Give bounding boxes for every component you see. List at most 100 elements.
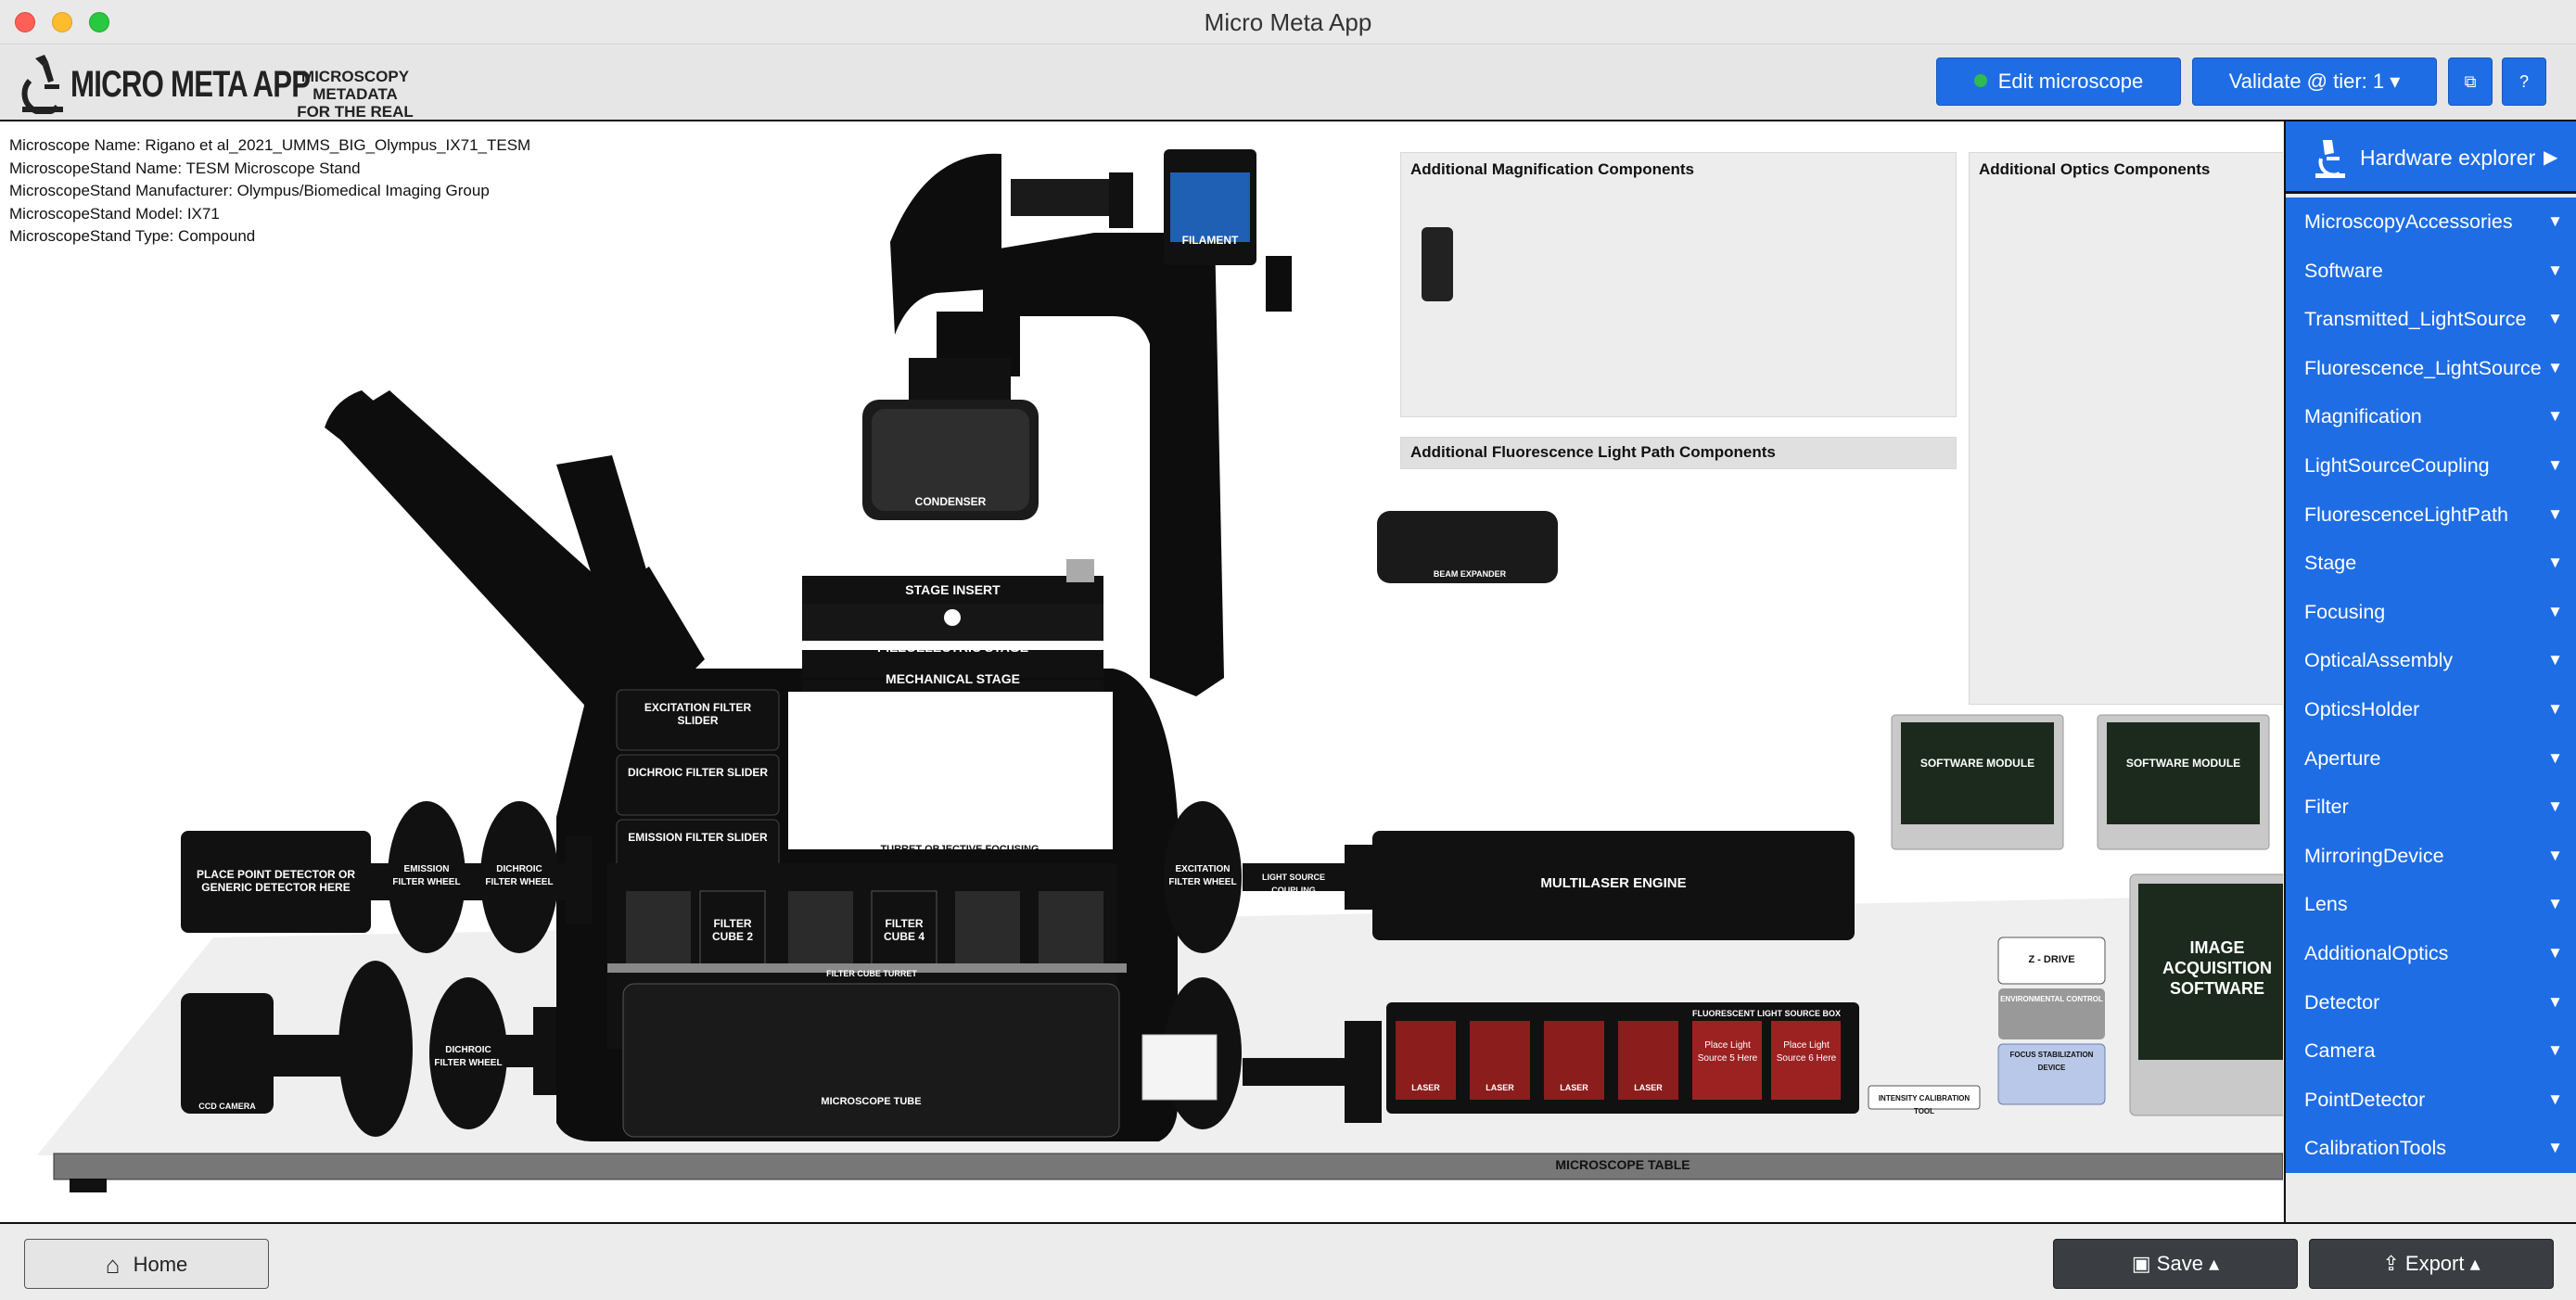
- chevron-down-icon[interactable]: ▼: [2547, 602, 2563, 620]
- piezo-stage-label[interactable]: PIEZOELECTRIC STAGE: [876, 640, 1029, 655]
- chevron-down-icon[interactable]: ▼: [2547, 651, 2563, 669]
- intensity-tool-label[interactable]: INTENSITY CALIBRATION TOOL: [1878, 1094, 1970, 1115]
- magnification-panel[interactable]: Additional Magnification Components: [1400, 152, 1957, 417]
- chevron-down-icon[interactable]: ▼: [2547, 797, 2563, 816]
- optics-panel[interactable]: Additional Optics Components: [1969, 152, 2283, 705]
- filter-cube-4-label[interactable]: FILTER CUBE 4: [883, 917, 925, 943]
- chevron-down-icon[interactable]: ▼: [2547, 455, 2563, 474]
- hardware-category-item[interactable]: Camera▼: [2286, 1026, 2576, 1076]
- point-detector-label[interactable]: PLACE POINT DETECTOR OR GENERIC DETECTOR…: [196, 868, 356, 894]
- chevron-down-icon[interactable]: ▼: [2547, 1041, 2563, 1060]
- software-module-1-label[interactable]: SOFTWARE MODULE: [1919, 757, 2035, 770]
- edit-microscope-label: Edit microscope: [1997, 70, 2144, 93]
- hardware-category-item[interactable]: Stage▼: [2286, 539, 2576, 588]
- chevron-down-icon[interactable]: ▼: [2547, 992, 2563, 1011]
- hardware-explorer-header[interactable]: Hardware explorer ▶: [2286, 121, 2576, 194]
- edit-microscope-button[interactable]: Edit microscope: [1936, 57, 2181, 106]
- help-button[interactable]: ?: [2502, 57, 2546, 106]
- software-module-2-label[interactable]: SOFTWARE MODULE: [2125, 757, 2241, 770]
- objective-component-icon[interactable]: [1422, 227, 1453, 301]
- microscope-tube-label[interactable]: MICROSCOPE TUBE: [821, 1096, 922, 1107]
- logo-tagline-line-1: MICROSCOPY METADATA: [300, 68, 410, 103]
- chevron-down-icon[interactable]: ▼: [2547, 1090, 2563, 1108]
- dichroic-wheel-label[interactable]: DICHROIC FILTER WHEEL: [485, 864, 554, 887]
- hardware-category-item[interactable]: OpticsHolder▼: [2286, 685, 2576, 734]
- hardware-category-item[interactable]: FluorescenceLightPath▼: [2286, 491, 2576, 540]
- hardware-category-item[interactable]: Filter▼: [2286, 783, 2576, 832]
- hardware-category-item[interactable]: Lens▼: [2286, 880, 2576, 929]
- hardware-category-item[interactable]: OpticalAssembly▼: [2286, 636, 2576, 685]
- laser-4-label[interactable]: LASER: [1634, 1083, 1663, 1092]
- chevron-down-icon[interactable]: ▼: [2547, 504, 2563, 523]
- laser-1-label[interactable]: LASER: [1411, 1083, 1440, 1092]
- microscope-logo-icon: [21, 55, 63, 114]
- laser-2-label[interactable]: LASER: [1486, 1083, 1514, 1092]
- chevron-down-icon[interactable]: ▼: [2547, 895, 2563, 913]
- chevron-down-icon[interactable]: ▼: [2547, 748, 2563, 767]
- z-drive-label[interactable]: Z - DRIVE: [2028, 954, 2075, 965]
- hardware-category-item[interactable]: Transmitted_LightSource▼: [2286, 295, 2576, 344]
- hardware-category-item[interactable]: AdditionalOptics▼: [2286, 929, 2576, 978]
- emission-slider-label[interactable]: EMISSION FILTER SLIDER: [628, 831, 768, 844]
- validate-tier-button[interactable]: Validate @ tier: 1 ▾: [2192, 57, 2437, 106]
- hardware-category-item[interactable]: Focusing▼: [2286, 588, 2576, 637]
- chevron-down-icon[interactable]: ▼: [2547, 261, 2563, 279]
- mechanical-stage-label[interactable]: MECHANICAL STAGE: [886, 671, 1020, 686]
- ccd-camera-label[interactable]: CCD CAMERA: [198, 1102, 256, 1111]
- hardware-category-item[interactable]: MirroringDevice▼: [2286, 832, 2576, 881]
- ls-coupling-label[interactable]: LIGHT SOURCE COUPLING: [1261, 873, 1325, 895]
- chevron-down-icon[interactable]: ▼: [2547, 407, 2563, 426]
- dichroic-wheel-2-label[interactable]: DICHROIC FILTER WHEEL: [434, 1045, 503, 1068]
- chevron-down-icon[interactable]: ▼: [2547, 310, 2563, 328]
- microscope-info-line: MicroscopeStand Model: IX71: [9, 204, 220, 223]
- hardware-category-item[interactable]: LightSourceCoupling▼: [2286, 441, 2576, 491]
- image-acq-label[interactable]: IMAGE ACQUISITION SOFTWARE: [2162, 938, 2272, 998]
- hardware-category-item[interactable]: Detector▼: [2286, 978, 2576, 1027]
- chevron-down-icon[interactable]: ▼: [2547, 358, 2563, 376]
- triangle-right-icon[interactable]: ▶: [2544, 147, 2558, 168]
- hardware-category-item[interactable]: PointDetector▼: [2286, 1076, 2576, 1125]
- magnification-panel-title: Additional Magnification Components: [1410, 160, 1694, 178]
- export-button[interactable]: ⇪ Export ▴: [2309, 1239, 2554, 1289]
- place-ls5-label[interactable]: Place Light Source 5 Here: [1697, 1040, 1758, 1064]
- home-button[interactable]: ⌂ Home: [24, 1239, 269, 1289]
- chevron-down-icon[interactable]: ▼: [2547, 699, 2563, 718]
- beam-expander-label[interactable]: BEAM EXPANDER: [1433, 569, 1507, 579]
- hardware-category-list: MicroscopyAccessories▼Software▼Transmitt…: [2286, 198, 2576, 1173]
- excitation-wheel-label[interactable]: EXCITATION FILTER WHEEL: [1168, 864, 1237, 887]
- microscope-canvas[interactable]: FILAMENT CONDENSER STAGE INSERT PIEZOELE…: [0, 121, 2283, 1222]
- hardware-explorer-title: Hardware explorer: [2360, 146, 2536, 170]
- stage-insert-label[interactable]: STAGE INSERT: [905, 582, 1001, 597]
- close-window-button[interactable]: [15, 12, 35, 32]
- focus-device-label[interactable]: FOCUS STABILIZATION DEVICE: [2009, 1051, 2094, 1072]
- dichroic-slider-label[interactable]: DICHROIC FILTER SLIDER: [627, 766, 769, 779]
- hardware-category-item[interactable]: Magnification▼: [2286, 392, 2576, 441]
- chevron-down-icon[interactable]: ▼: [2547, 554, 2563, 572]
- export-icon: ⇪: [2382, 1252, 2400, 1275]
- minimize-window-button[interactable]: [52, 12, 72, 32]
- place-ls6-label[interactable]: Place Light Source 6 Here: [1776, 1040, 1837, 1064]
- copy-button[interactable]: ⧉: [2448, 57, 2493, 106]
- chevron-down-icon[interactable]: ▼: [2547, 943, 2563, 962]
- excitation-slider-label[interactable]: EXCITATION FILTER SLIDER: [644, 701, 752, 727]
- fluorescence-panel-header[interactable]: Additional Fluorescence Light Path Compo…: [1400, 437, 1957, 469]
- hardware-category-item[interactable]: CalibrationTools▼: [2286, 1124, 2576, 1173]
- hardware-category-item[interactable]: MicroscopyAccessories▼: [2286, 198, 2576, 247]
- emission-wheel-label[interactable]: EMISSION FILTER WHEEL: [392, 864, 461, 887]
- hardware-category-item[interactable]: Fluorescence_LightSource ▼: [2286, 344, 2576, 393]
- laser-3-label[interactable]: LASER: [1560, 1083, 1588, 1092]
- footer-bar: ⌂ Home ▣ Save ▴ ⇪ Export ▴: [0, 1222, 2576, 1300]
- env-control-label[interactable]: ENVIRONMENTAL CONTROL: [2000, 995, 2103, 1003]
- hardware-category-item[interactable]: Software▼: [2286, 247, 2576, 296]
- multilaser-label[interactable]: MULTILASER ENGINE: [1540, 875, 1687, 891]
- chevron-down-icon[interactable]: ▼: [2547, 212, 2563, 230]
- zoom-window-button[interactable]: [89, 12, 109, 32]
- save-button[interactable]: ▣ Save ▴: [2053, 1239, 2298, 1289]
- chevron-down-icon[interactable]: ▼: [2547, 1139, 2563, 1157]
- microscope-info-line: MicroscopeStand Name: TESM Microscope St…: [9, 159, 361, 177]
- hardware-category-label: Fluorescence_LightSource: [2304, 356, 2542, 379]
- hardware-category-item[interactable]: Aperture▼: [2286, 734, 2576, 784]
- filter-cube-2-label[interactable]: FILTER CUBE 2: [711, 917, 753, 943]
- condenser-label: CONDENSER: [914, 495, 987, 508]
- chevron-down-icon[interactable]: ▼: [2547, 846, 2563, 864]
